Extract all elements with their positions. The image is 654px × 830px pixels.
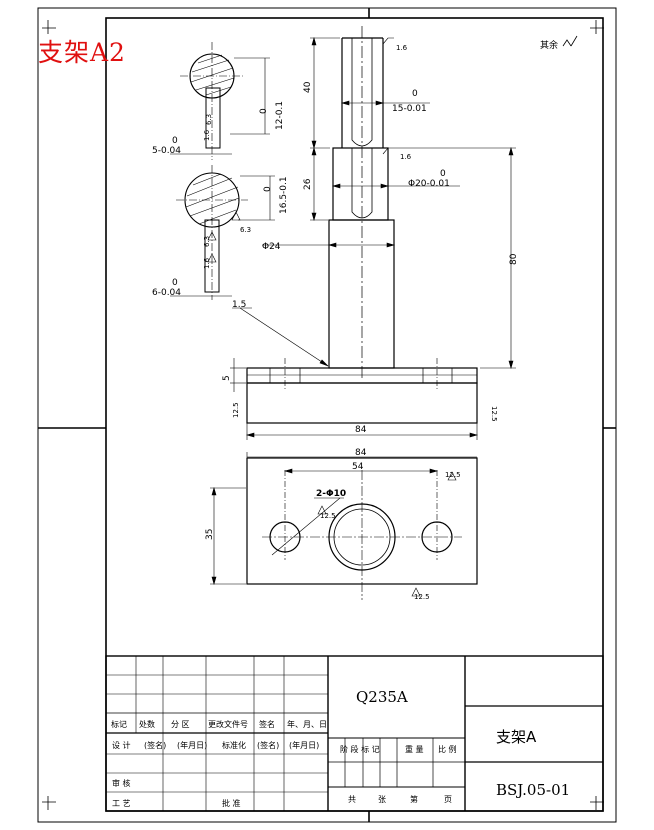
dim-5: 5	[222, 375, 232, 381]
sheets-label: 张	[378, 795, 386, 804]
frame-border	[105, 17, 604, 812]
header-sign: 签名	[259, 719, 275, 729]
dim-26: 26	[303, 178, 313, 190]
roughness-125-bottom: 12.5	[414, 593, 430, 601]
dim-80: 80	[509, 253, 519, 265]
front-view	[246, 26, 478, 424]
sec2-height: 16.5-0.1	[279, 176, 289, 214]
sec2-height-tol: 0	[263, 186, 273, 192]
weight-label: 重 量	[405, 744, 424, 754]
row-standard: 标准化	[222, 740, 246, 750]
sec1-width-tol: 0	[172, 136, 178, 146]
dim-84-top: 84	[355, 448, 367, 458]
roughness-125-right: 12.5	[490, 406, 498, 422]
sec2-width: 6-0.04	[152, 288, 181, 298]
dim-54: 54	[352, 462, 364, 472]
roughness-16-sec2: 1.6	[203, 257, 211, 269]
row-process: 工 艺	[112, 799, 131, 808]
header-date: 年、月、日	[287, 719, 327, 729]
row-date-2: (年月日)	[289, 740, 319, 750]
dim-holes: 2-Φ10	[316, 489, 346, 499]
header-mark: 标记	[111, 719, 127, 729]
scale-label: 比 例	[438, 744, 457, 754]
row-date-1: (年月日)	[177, 740, 207, 750]
dim-fillet: 1.5	[232, 300, 246, 310]
header-zone: 分 区	[171, 720, 190, 729]
page-unit-label: 页	[444, 795, 452, 804]
title-block-grid	[105, 655, 604, 812]
roughness-63-sec1: 6.3	[205, 114, 213, 125]
sec1-height-tol: 0	[259, 108, 269, 114]
sec1-width: 5-0.04	[152, 146, 181, 156]
dim-24: Φ24	[262, 242, 281, 252]
roughness-16-sec1: 1.6	[203, 129, 211, 141]
roughness-other-icon	[562, 35, 578, 47]
dim-15: 15-0.01	[392, 104, 427, 114]
section-views	[170, 42, 275, 300]
total-label: 共	[348, 795, 356, 804]
tech-mark: 其余	[540, 39, 558, 51]
row-signed-2: (签名)	[257, 740, 279, 750]
header-docno: 更改文件号	[208, 719, 248, 729]
row-design: 设 计	[112, 740, 131, 750]
dim-35: 35	[205, 529, 215, 540]
top-view	[246, 457, 478, 600]
dim-40: 40	[303, 81, 313, 93]
row-review: 审 核	[112, 778, 131, 788]
dimension-labels: 40 26 0 15-0.01 0 Φ20-0.01 Φ24 80 5 84 8…	[152, 81, 519, 540]
sec2-width-tol: 0	[172, 278, 178, 288]
row-approve: 批 准	[222, 798, 241, 808]
sheet-border	[37, 7, 617, 823]
dim-20-tol: 0	[440, 169, 446, 179]
roughness-labels: 1.6 1.6 6.3 6.3 6.3 1.6 1.6 12.5 12.5 12…	[203, 44, 498, 601]
row-signed-1: (签名)	[144, 740, 166, 750]
roughness-125-top: 12.5	[445, 471, 461, 479]
corner-title: 支架A2	[38, 38, 126, 67]
dim-20: Φ20-0.01	[408, 179, 450, 189]
roughness-63-sec2: 6.3	[240, 226, 251, 234]
sec1-height: 12-0.1	[275, 101, 285, 130]
part-name: 支架A	[496, 728, 537, 746]
title-block-text: Q235A 支架A BSJ.05-01 标记 处数 分 区 更改文件号 签名 年…	[111, 688, 570, 808]
dim-84-front: 84	[355, 425, 367, 435]
drawing-number: BSJ.05-01	[496, 781, 570, 799]
stage-mark: 阶 段 标 记	[340, 744, 380, 754]
roughness-16-mid: 1.6	[400, 153, 412, 161]
page-label: 第	[410, 794, 418, 804]
dim-15-tol: 0	[412, 89, 418, 99]
roughness-125-hole: 12.5	[320, 512, 336, 520]
header-count: 处数	[139, 719, 155, 729]
material: Q235A	[356, 688, 408, 706]
roughness-63-sec2b: 6.3	[203, 236, 211, 247]
roughness-125-left: 12.5	[232, 402, 240, 418]
roughness-16-top: 1.6	[396, 44, 408, 52]
